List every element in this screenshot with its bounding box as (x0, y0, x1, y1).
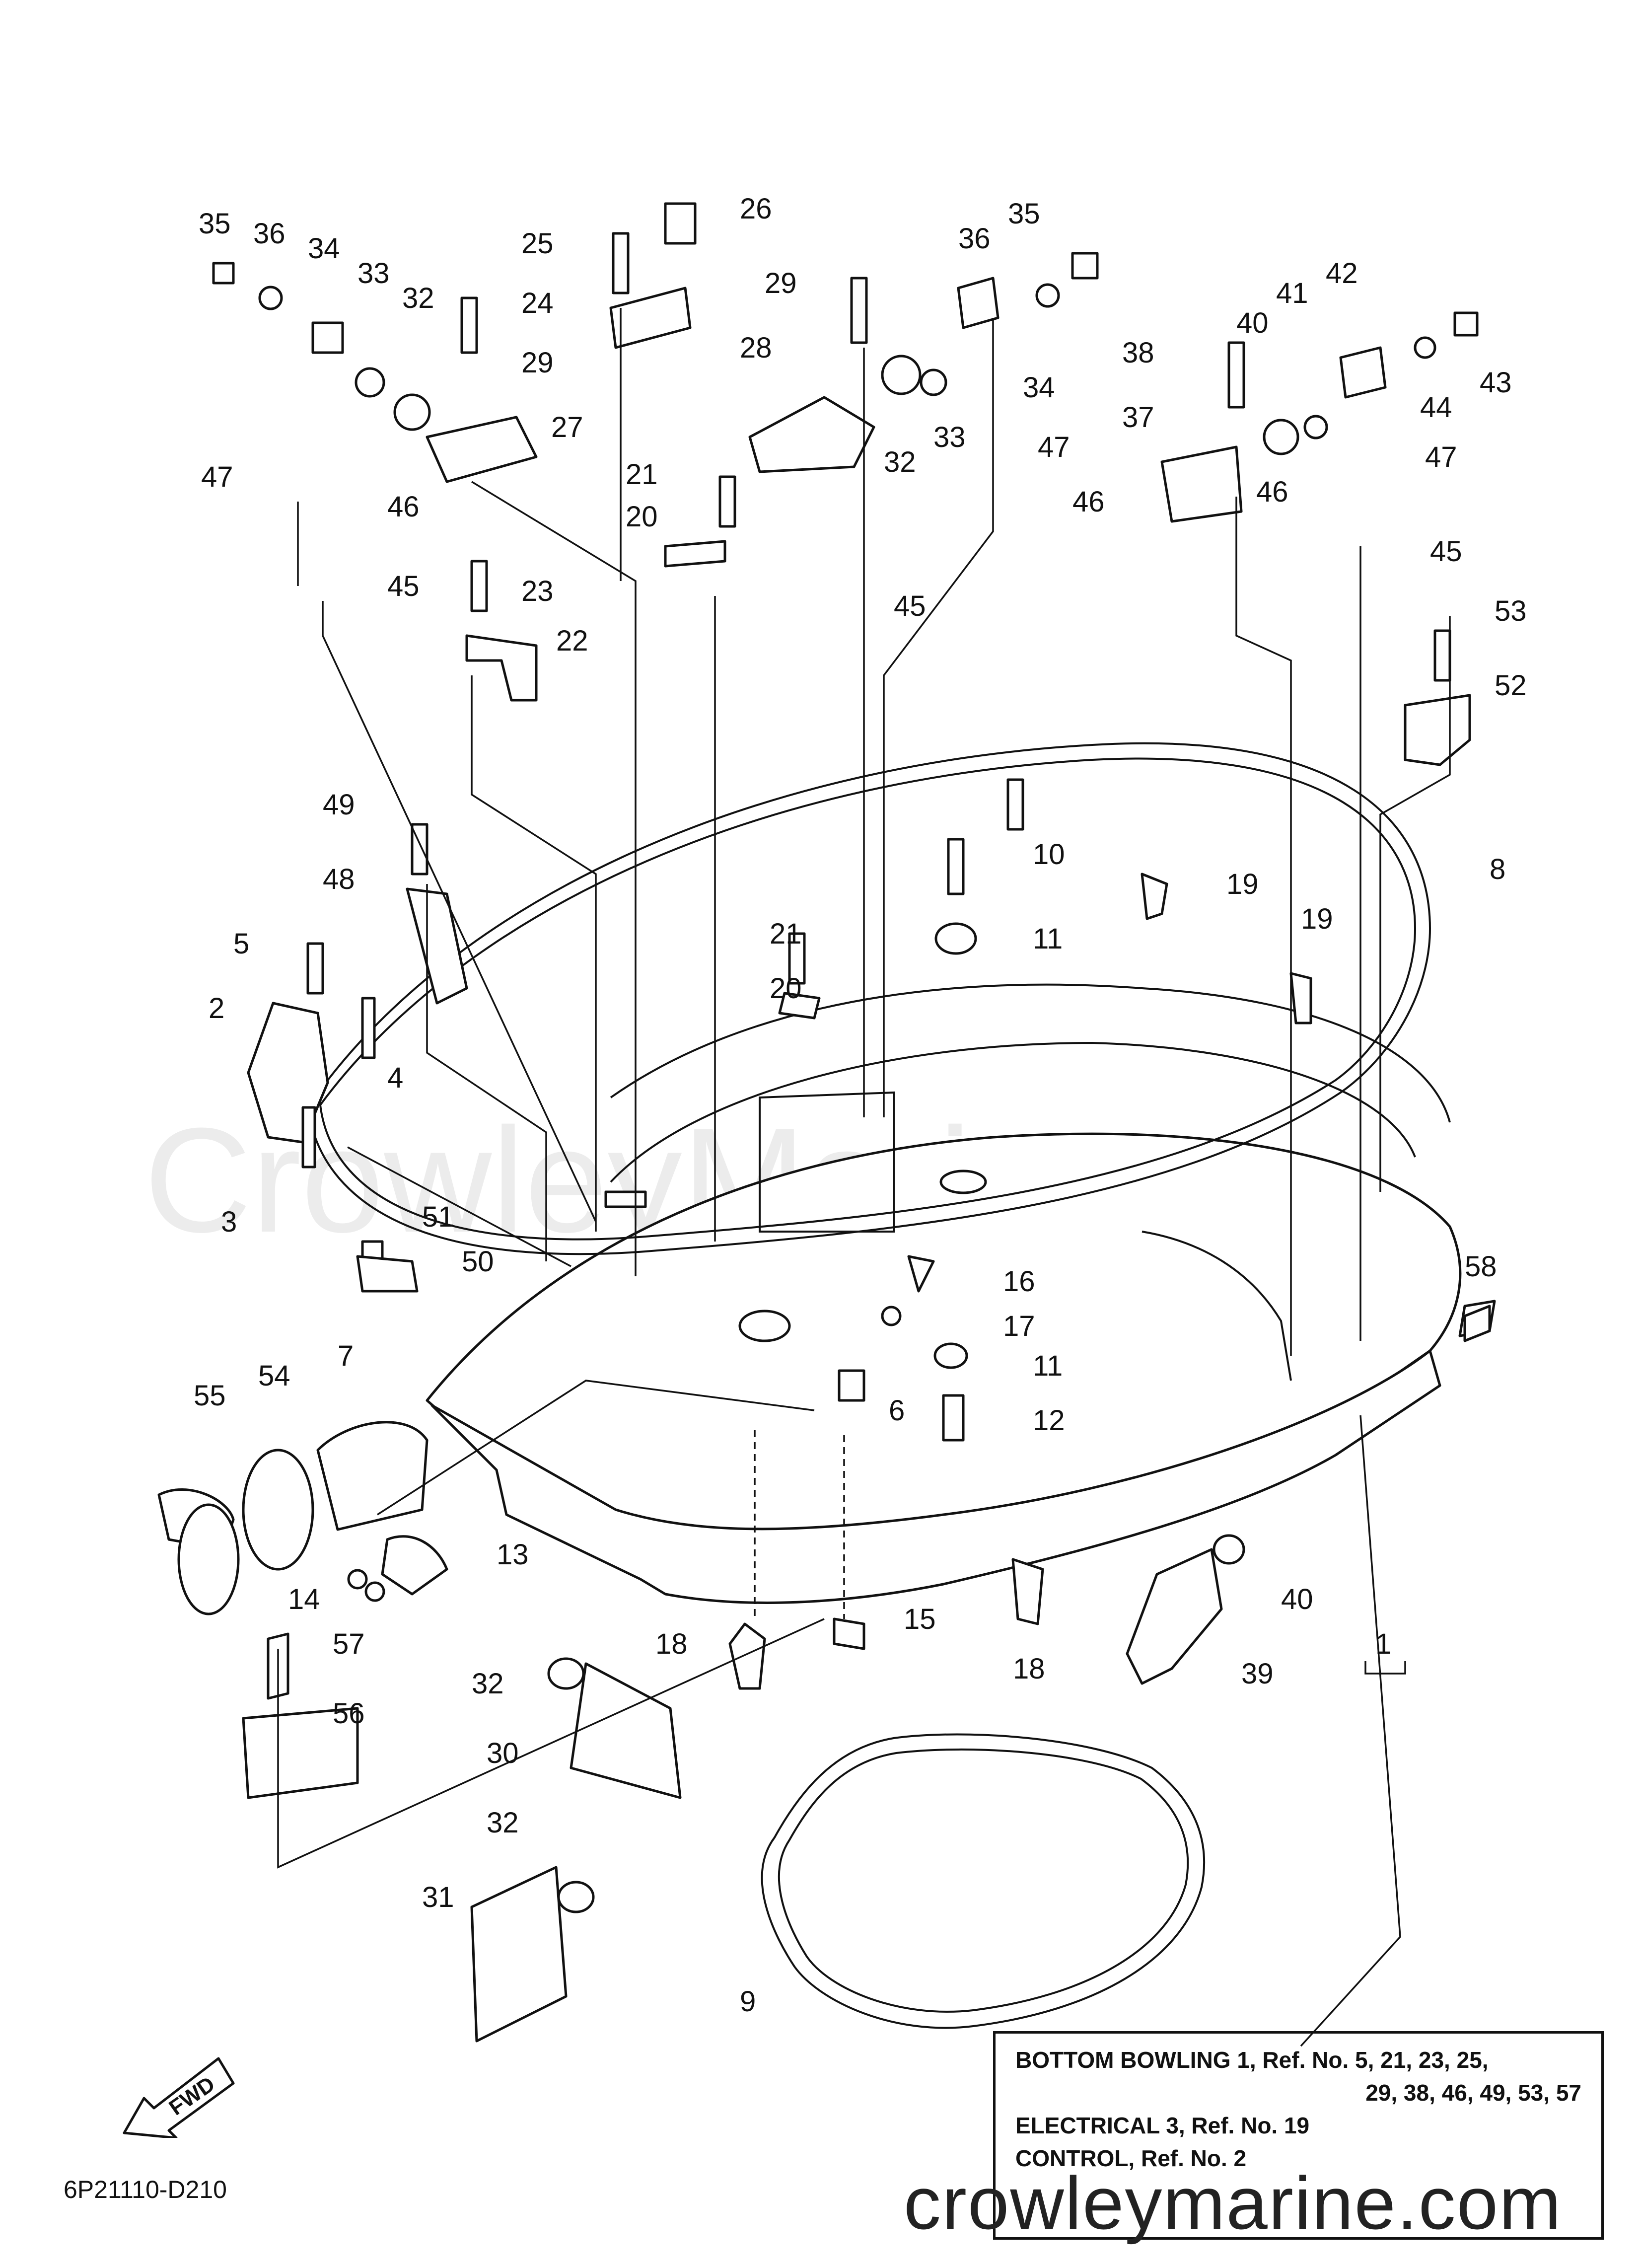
forward-arrow-icon: FWD (123, 2057, 235, 2138)
callout-48: 48 (323, 863, 355, 895)
callout-19: 19 (1226, 868, 1259, 900)
callout-14: 14 (288, 1583, 320, 1615)
callout-46b: 46 (1072, 486, 1105, 518)
ref-line-4: CONTROL, Ref. No. 2 (1015, 2145, 1247, 2171)
callout-5: 5 (233, 928, 249, 960)
callout-53: 53 (1495, 595, 1527, 627)
callout-45b: 45 (894, 590, 926, 622)
callout-7: 7 (338, 1340, 354, 1372)
callout-40b: 40 (1281, 1583, 1313, 1615)
callout-57: 57 (333, 1628, 365, 1660)
callout-17: 17 (1003, 1310, 1035, 1342)
leader-lines (277, 308, 1451, 2047)
callout-33: 33 (357, 257, 390, 290)
lower-gasket (761, 1733, 1206, 2029)
callout-38: 38 (1122, 337, 1154, 369)
callout-49: 49 (323, 789, 355, 821)
callout-9: 9 (740, 1985, 756, 2018)
callout-41: 41 (1276, 277, 1308, 309)
callout-26: 26 (740, 193, 772, 225)
callout-40: 40 (1236, 307, 1269, 339)
callout-16: 16 (1003, 1265, 1035, 1298)
callout-25: 25 (521, 227, 554, 260)
callout-20: 20 (626, 501, 658, 533)
callout-36: 36 (253, 218, 286, 250)
callout-35: 35 (199, 208, 231, 240)
callout-6: 6 (889, 1394, 905, 1427)
callout-22: 22 (556, 625, 588, 657)
callout-33b: 33 (933, 421, 966, 453)
callout-18b: 18 (1013, 1653, 1045, 1685)
bottom-cowling (426, 983, 1462, 1604)
callout-46: 46 (387, 491, 420, 523)
callout-58: 58 (1465, 1250, 1497, 1283)
callout-31: 31 (422, 1881, 454, 1913)
callout-55: 55 (194, 1380, 226, 1412)
ref-line-1: BOTTOM BOWLING 1, Ref. No. 5, 21, 23, 25… (1015, 2047, 1489, 2073)
callout-52: 52 (1495, 669, 1527, 702)
callout-12: 12 (1033, 1404, 1065, 1437)
callout-11b: 11 (1033, 1350, 1063, 1382)
diagram-code: 6P21110-D210 (64, 2176, 227, 2203)
callout-29b: 29 (765, 267, 797, 299)
ref-line-2: 29, 38, 46, 49, 53, 57 (1365, 2080, 1581, 2106)
callout-42: 42 (1326, 257, 1358, 290)
callout-35b: 35 (1008, 198, 1040, 230)
callout-20b: 20 (770, 972, 802, 1005)
website-watermark: crowleymarine.com (904, 2161, 1562, 2245)
ref-line-3: ELECTRICAL 3, Ref. No. 19 (1015, 2113, 1310, 2138)
callout-10: 10 (1033, 838, 1065, 871)
bolt-parts (157, 202, 1496, 2043)
callout-13: 13 (497, 1538, 529, 1571)
callout-27: 27 (551, 411, 583, 443)
callout-19b: 19 (1301, 903, 1333, 935)
callout-3: 3 (221, 1206, 237, 1238)
callout-15: 15 (904, 1603, 936, 1635)
callout-32b: 32 (884, 446, 916, 478)
callout-21: 21 (626, 458, 658, 491)
callout-1: 1 (1375, 1628, 1391, 1660)
callout-45c: 45 (1430, 535, 1462, 568)
callout-45: 45 (387, 570, 420, 602)
callout-32: 32 (402, 282, 434, 314)
callout-21b: 21 (770, 918, 802, 950)
callout-11: 11 (1033, 923, 1063, 955)
callout-30: 30 (487, 1737, 519, 1769)
callout-23: 23 (521, 575, 554, 607)
callout-32c: 32 (472, 1668, 504, 1700)
callout-51: 51 (422, 1201, 454, 1233)
callout-46c: 46 (1256, 476, 1288, 508)
callout-39: 39 (1241, 1658, 1274, 1690)
callout-50: 50 (462, 1245, 494, 1278)
callout-18: 18 (655, 1628, 688, 1660)
callout-2: 2 (209, 992, 224, 1024)
callout-34b: 34 (1023, 371, 1055, 404)
callout-37: 37 (1122, 401, 1154, 434)
reference-note-box: BOTTOM BOWLING 1, Ref. No. 5, 21, 23, 25… (993, 2031, 1604, 2240)
callout-47b: 47 (1038, 431, 1070, 463)
callout-32d: 32 (487, 1807, 519, 1839)
callout-29: 29 (521, 347, 554, 379)
callout-44: 44 (1420, 391, 1452, 424)
callout-8: 8 (1490, 853, 1505, 885)
callout-56: 56 (333, 1697, 365, 1730)
callout-47c: 47 (1425, 441, 1457, 473)
label-sticker-58 (1463, 1305, 1491, 1342)
callout-24: 24 (521, 287, 554, 319)
callout-54: 54 (258, 1360, 290, 1392)
callout-labels: 35 36 34 33 32 29 27 25 26 24 29 28 32 3… (194, 193, 1527, 2018)
cowling-seal-ring (306, 742, 1431, 1255)
callout-43: 43 (1480, 366, 1512, 399)
callout-47: 47 (201, 461, 233, 493)
callout-28: 28 (740, 332, 772, 364)
callout-34: 34 (308, 232, 340, 265)
callout-1-bracket (1364, 1661, 1406, 1675)
callout-36b: 36 (958, 222, 991, 255)
callout-4: 4 (387, 1062, 403, 1094)
